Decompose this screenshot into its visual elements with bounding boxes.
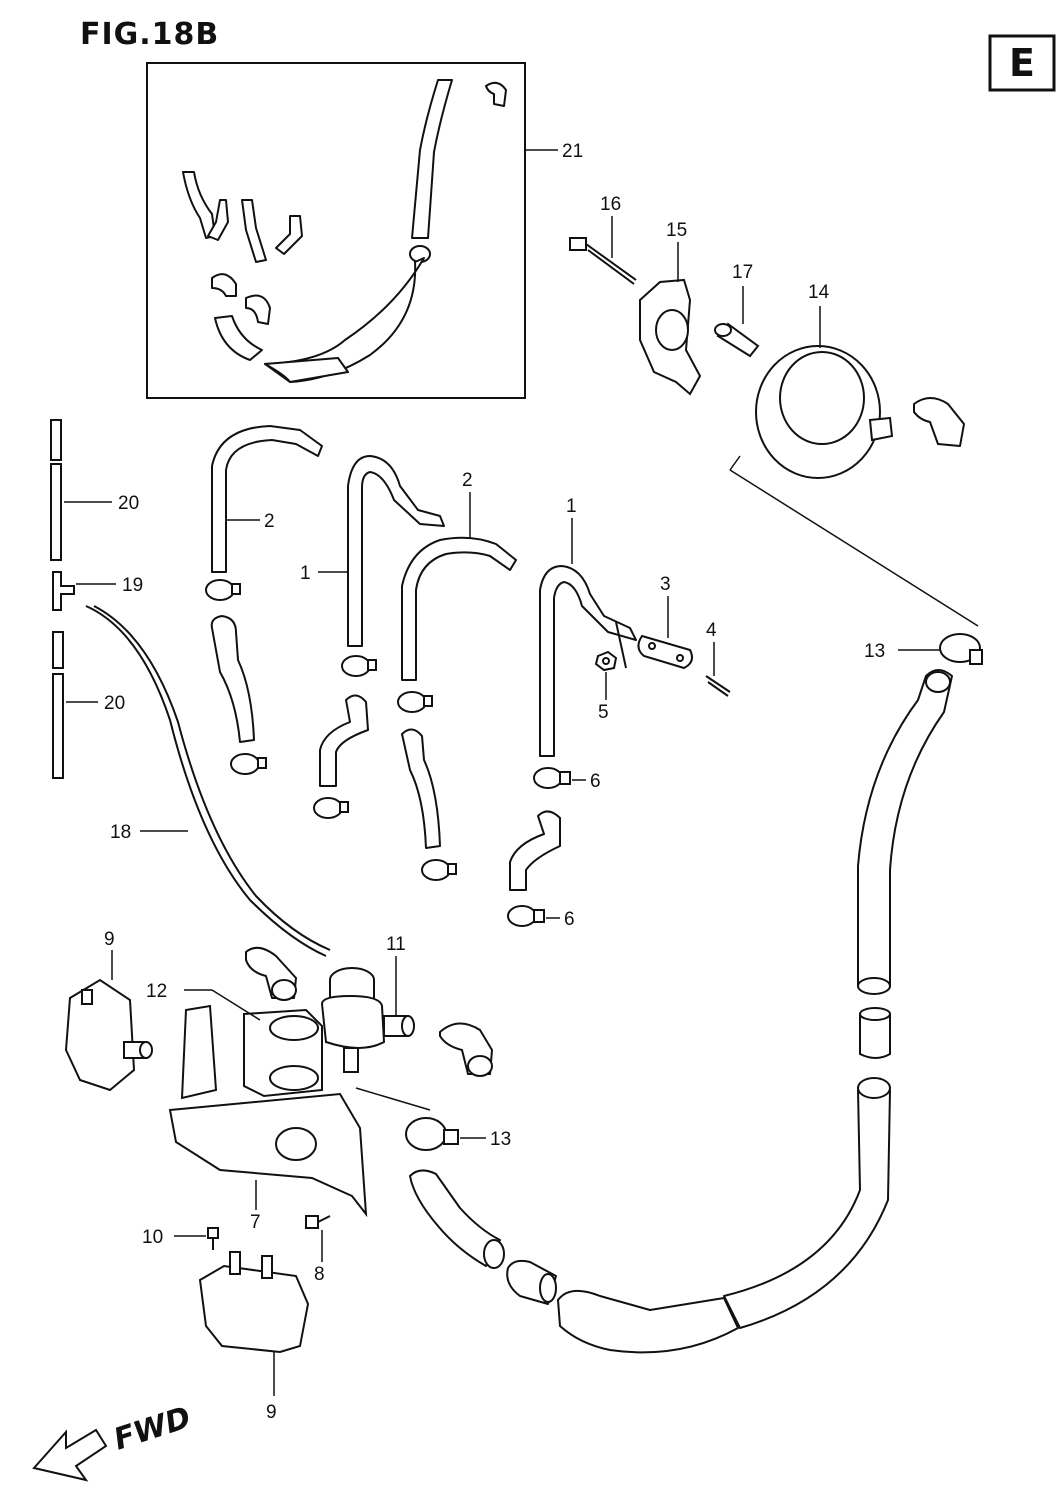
callout-18: 18 (110, 822, 131, 843)
fwd-label: FWD (110, 1400, 195, 1458)
bolt-8 (305, 1215, 331, 1229)
tube-20-upper (50, 419, 62, 561)
callout-9-lower: 9 (266, 1402, 277, 1423)
holder-12 (243, 1008, 323, 1098)
callout-15: 15 (666, 220, 687, 241)
clamp-6-lower (507, 905, 545, 927)
joint-19 (52, 571, 75, 611)
clamp-left-top (205, 579, 241, 601)
callout-13-upper: 13 (864, 641, 885, 662)
clamp-6-upper (533, 767, 571, 789)
callout-20-lower: 20 (104, 693, 125, 714)
callout-3: 3 (660, 574, 671, 595)
pump-9-lower (198, 1251, 310, 1354)
bolt-10 (207, 1227, 219, 1250)
figure-title: FIG.18B (80, 17, 219, 52)
hose-left (210, 615, 255, 743)
hose-right-long (409, 669, 953, 1354)
clamp-c2-top (397, 691, 433, 713)
pipe-1-right (539, 565, 637, 757)
clamp-c2-bottom (421, 859, 457, 881)
callout-9-upper: 9 (104, 929, 115, 950)
callout-12: 12 (146, 981, 167, 1002)
hose-c1 (319, 694, 369, 787)
callout-4: 4 (706, 620, 717, 641)
bracket-15 (639, 278, 702, 396)
bracket-7 (168, 1004, 368, 1218)
callout-7: 7 (250, 1212, 261, 1233)
pipe-1-left (347, 455, 445, 647)
callout-19: 19 (122, 575, 143, 596)
callout-1-right: 1 (566, 496, 577, 517)
bolt-16 (569, 237, 637, 285)
clamp-13-lower (405, 1117, 459, 1151)
callout-6-upper: 6 (590, 771, 601, 792)
section-badge-label: E (1009, 41, 1035, 85)
callout-17: 17 (732, 262, 753, 283)
air-valve-cleaner-14 (755, 345, 965, 479)
callout-6-lower: 6 (564, 909, 575, 930)
hose-c2 (401, 728, 441, 849)
callout-21: 21 (562, 141, 583, 162)
callout-2-left: 2 (264, 511, 275, 532)
callout-20-upper: 20 (118, 493, 139, 514)
callout-14: 14 (808, 282, 830, 303)
pump-9-upper (64, 978, 153, 1092)
callout-8: 8 (314, 1264, 325, 1285)
callout-2-center: 2 (462, 470, 473, 491)
callout-16: 16 (600, 194, 621, 215)
nut-5 (594, 650, 618, 672)
clamp-c1-top (341, 655, 377, 677)
clamp-c1-bottom (313, 797, 349, 819)
callout-10: 10 (142, 1227, 163, 1248)
pipe-2-left (211, 425, 323, 573)
hose-r1 (509, 810, 561, 891)
kit-long-hose (411, 79, 453, 239)
section-badge: E (988, 34, 1056, 92)
callout-13-lower: 13 (490, 1129, 511, 1150)
clamp-left-bottom (230, 753, 267, 775)
valve-11 (320, 967, 415, 1073)
callout-5: 5 (598, 702, 609, 723)
gasket-3 (637, 634, 693, 670)
stud-4 (705, 675, 731, 697)
callout-1-left: 1 (300, 563, 311, 584)
callout-11: 11 (386, 934, 406, 955)
tube-20-lower (52, 631, 64, 779)
hose-kit-box (146, 62, 526, 399)
forward-arrow-icon (32, 1428, 108, 1482)
clamp-13-upper (939, 633, 983, 665)
pipe-2-center (401, 536, 517, 681)
tube-18 (85, 605, 331, 957)
pipe-17 (714, 322, 760, 358)
